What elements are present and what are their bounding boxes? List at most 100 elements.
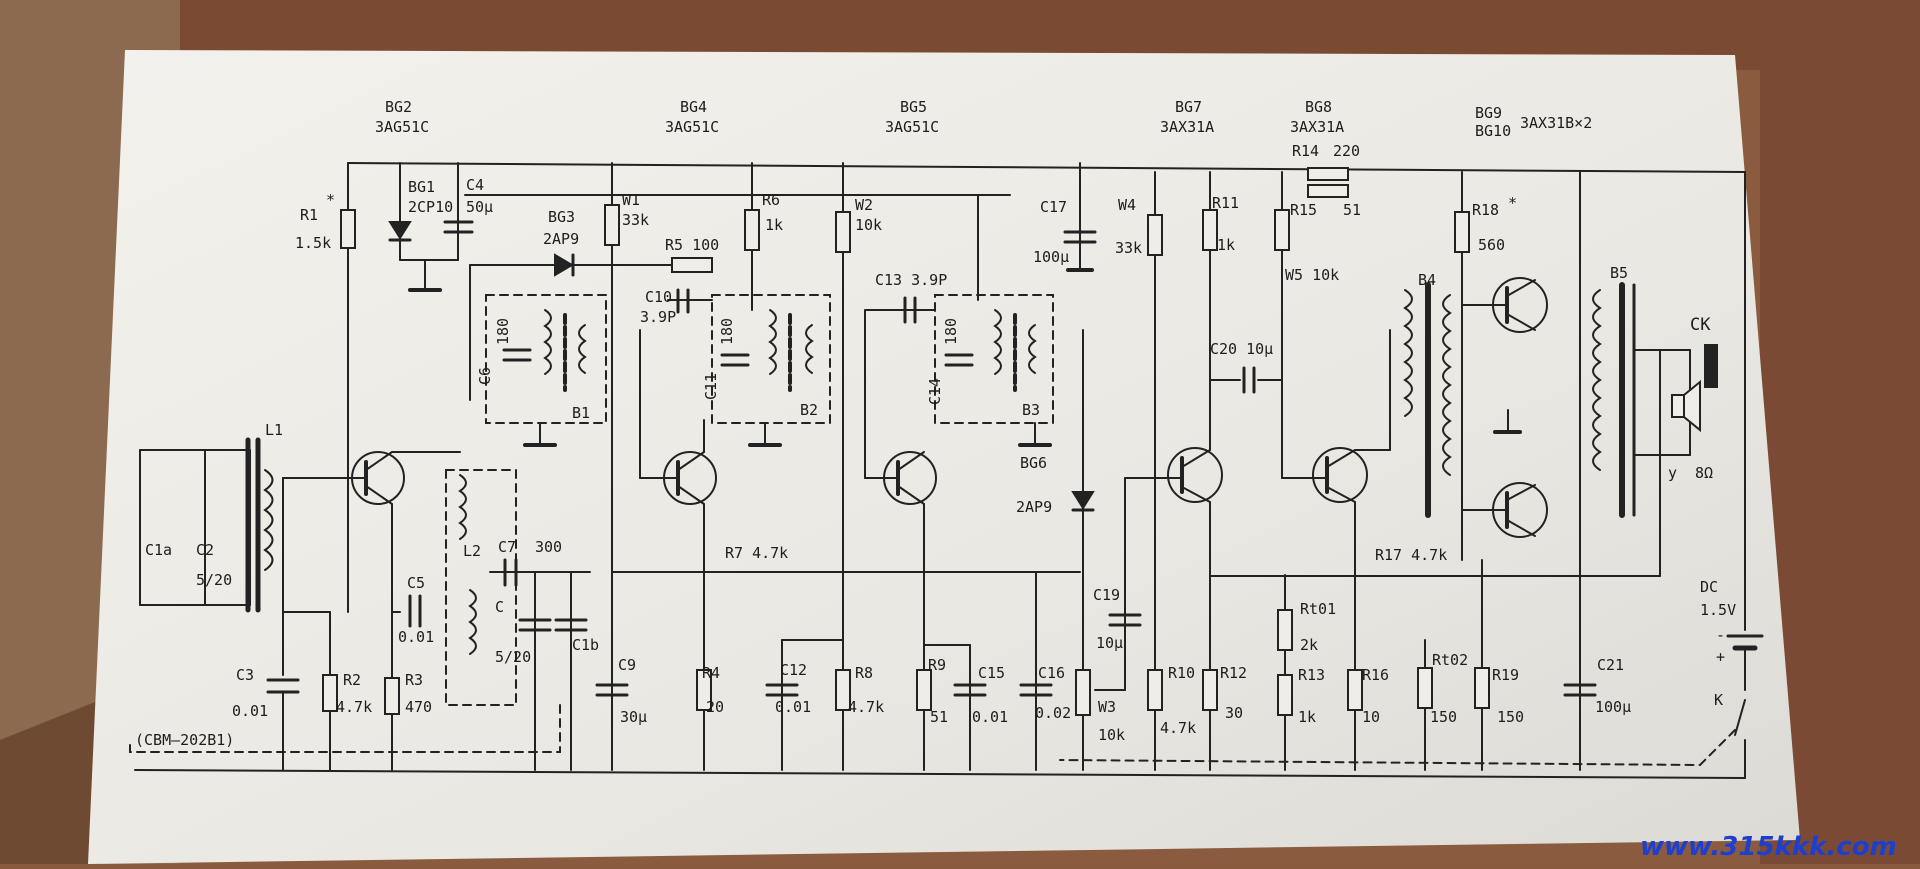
r18-star: *	[1508, 194, 1517, 212]
r3-resistor	[384, 677, 400, 715]
bg10-em	[1506, 519, 1536, 537]
l1-secondary	[263, 469, 274, 571]
c6-label: C6	[476, 367, 494, 385]
ck-label: CK	[1690, 315, 1711, 335]
bg5-name: BG5	[900, 98, 927, 116]
bg3-label: BG3	[548, 208, 575, 226]
box-corner	[0, 700, 100, 864]
r11-label: R11	[1212, 194, 1239, 212]
w4-pot	[1147, 214, 1163, 256]
l2-secondary	[468, 589, 477, 655]
c3-value: 0.01	[232, 702, 268, 720]
b4-secondary	[1442, 294, 1452, 476]
r11-value: 1k	[1217, 236, 1235, 254]
r3-value: 470	[405, 698, 432, 716]
w4-value: 33k	[1115, 239, 1142, 257]
speaker-y: y	[1668, 464, 1677, 482]
w3-pot	[1075, 669, 1091, 716]
r2-resistor	[322, 674, 338, 712]
b1-shield	[485, 294, 607, 424]
c16-value: 0.02	[1035, 704, 1071, 722]
volume-switch-link	[1059, 729, 1736, 767]
bg3-diode	[554, 253, 574, 277]
w2-pot	[835, 211, 851, 253]
l2-shield	[445, 469, 517, 706]
k-label: K	[1714, 691, 1723, 709]
bg8-transistor	[1312, 447, 1368, 503]
bg8-em	[1326, 486, 1356, 503]
r9-value: 51	[930, 708, 948, 726]
r5-label: R5 100	[665, 236, 719, 254]
b2-secondary	[805, 324, 814, 374]
bg4-name: BG4	[680, 98, 707, 116]
r16-value: 10	[1362, 708, 1380, 726]
w4-label: W4	[1118, 196, 1136, 214]
bg1-label: BG1	[408, 178, 435, 196]
c1a-label: C1a	[145, 541, 172, 559]
bg6-diode	[1071, 491, 1095, 510]
r5-resistor	[671, 257, 713, 273]
gang-link	[129, 704, 561, 753]
bg2-name: BG2	[385, 98, 412, 116]
c17-label: C17	[1040, 198, 1067, 216]
bg7-name: BG7	[1175, 98, 1202, 116]
bg7-type: 3AX31A	[1160, 118, 1214, 136]
c15-value: 0.01	[972, 708, 1008, 726]
speaker-ohm: 8Ω	[1695, 464, 1713, 482]
r14-resistor	[1307, 167, 1349, 181]
speaker-cone	[1683, 379, 1701, 433]
r2-value: 4.7k	[336, 698, 372, 716]
r9-resistor	[916, 669, 932, 711]
c9-label: C9	[618, 656, 636, 674]
b3-label: B3	[1022, 401, 1040, 419]
l2-label: L2	[463, 542, 481, 560]
c7-value: 300	[535, 538, 562, 556]
l2-primary	[458, 474, 467, 540]
bg6-label: BG6	[1020, 454, 1047, 472]
paper-sheet	[88, 50, 1800, 864]
c9-value: 30μ	[620, 708, 647, 726]
circuit-lines	[129, 162, 1764, 779]
bg8-type: 3AX31A	[1290, 118, 1344, 136]
b5-label: B5	[1610, 264, 1628, 282]
speaker-magnet	[1671, 394, 1685, 418]
b1-secondary	[578, 324, 587, 374]
cbm-label: (CBM—202B1)	[135, 731, 234, 749]
w1-pot	[604, 204, 620, 246]
bg7-col	[1181, 449, 1211, 468]
bg1-type: 2CP10	[408, 198, 453, 216]
c5-label: C5	[407, 574, 425, 592]
bg2-type: 3AG51C	[375, 118, 429, 136]
b2-shield	[711, 294, 831, 424]
r10-resistor	[1147, 669, 1163, 711]
bg4-col	[677, 451, 705, 471]
c16-label: C16	[1038, 664, 1065, 682]
bg8-col	[1326, 449, 1356, 468]
bg9-em	[1506, 313, 1536, 331]
r7-label: R7 4.7k	[725, 544, 788, 562]
c12-value: 0.01	[775, 698, 811, 716]
c20-label: C20 10μ	[1210, 340, 1273, 358]
bg7-em	[1181, 486, 1211, 503]
w5-pot	[1274, 209, 1290, 251]
rt01-thermistor	[1277, 609, 1293, 651]
c15-label: C15	[978, 664, 1005, 682]
bg2-collector	[365, 451, 393, 471]
rt01-value: 2k	[1300, 636, 1318, 654]
b2-primary	[768, 309, 777, 375]
r15-label: R15	[1290, 201, 1317, 219]
r8-label: R8	[855, 664, 873, 682]
c11-value: 180	[718, 318, 736, 345]
r10-label: R10	[1168, 664, 1195, 682]
c4-label: C4	[466, 176, 484, 194]
c-label: C	[495, 598, 504, 616]
bg4-em	[677, 485, 705, 505]
r15-value: 51	[1343, 201, 1361, 219]
c14-value: 180	[942, 318, 960, 345]
r13-value: 1k	[1298, 708, 1316, 726]
bg5-col	[897, 451, 925, 471]
r12-label: R12	[1220, 664, 1247, 682]
r8-resistor	[835, 669, 851, 711]
w2-value: 10k	[855, 216, 882, 234]
bg9-name: BG9	[1475, 104, 1502, 122]
